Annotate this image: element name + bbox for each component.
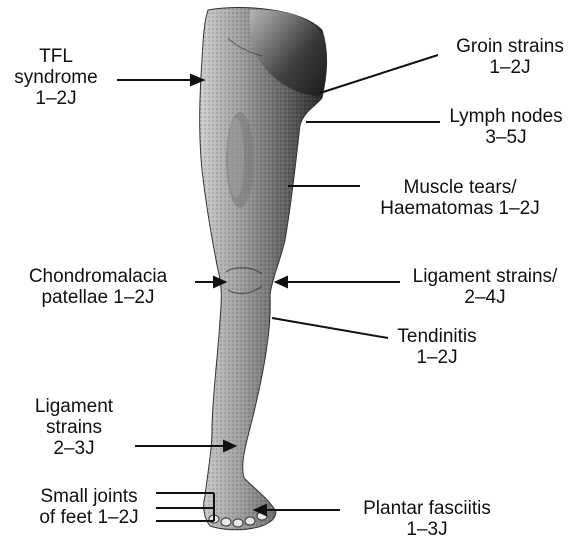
label-muscle-tears: Muscle tears/ Haematomas 1–2J: [362, 177, 558, 219]
label-plantar-fasciitis: Plantar fasciitis 1–3J: [342, 498, 512, 540]
label-tendinitis: Tendinitis 1–2J: [380, 326, 494, 368]
label-ligament-strains-knee: Ligament strains/ 2–4J: [392, 266, 578, 308]
label-lymph-nodes: Lymph nodes 3–5J: [440, 106, 572, 148]
label-chondromalacia: Chondromalacia patellae 1–2J: [0, 266, 196, 308]
label-ligament-strains-ankle: Ligament strains 2–3J: [14, 396, 134, 459]
label-tfl-syndrome: TFL syndrome 1–2J: [4, 46, 108, 109]
label-groin-strains: Groin strains 1–2J: [440, 36, 580, 78]
label-small-joints: Small joints of feet 1–2J: [24, 486, 154, 528]
